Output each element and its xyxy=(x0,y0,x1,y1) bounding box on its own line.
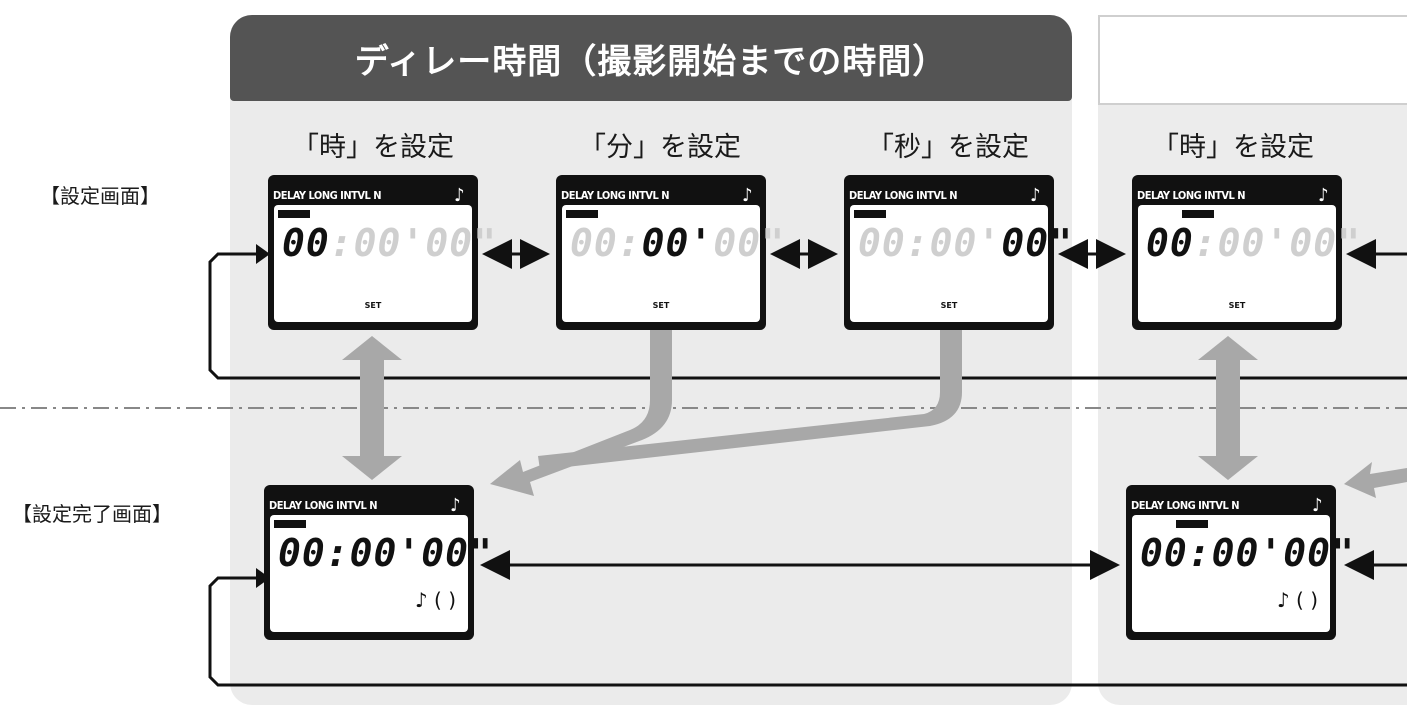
lcd-screen: 00:00'00" SET xyxy=(1138,205,1360,322)
column-label-hour: 「時」を設定 xyxy=(292,132,454,163)
time-readout: 00:00'00" xyxy=(278,531,493,575)
set-label: SET xyxy=(652,301,670,310)
mode-indicator-bar xyxy=(1176,520,1208,528)
transition-arrow-minute xyxy=(490,330,672,496)
lcd-setting-hour: DELAY LONG INTVL N♪ 00:00'00" SET xyxy=(268,175,496,330)
lcd-mode-labels: DELAY LONG INTVL N♪ xyxy=(849,185,1040,206)
lcd-complete: DELAY LONG INTVL N♪ 00:00'00" ♪ ( ) xyxy=(264,485,492,640)
mode-indicator-bar xyxy=(1182,210,1214,218)
arrowhead xyxy=(256,568,270,588)
time-readout: 00:00'00" xyxy=(570,221,785,265)
transition-arrow-hour xyxy=(342,336,402,480)
column-label-hour-next: 「時」を設定 xyxy=(1152,132,1314,163)
column-label-second: 「秒」を設定 xyxy=(867,132,1029,163)
note-icon: ♪ xyxy=(1030,185,1040,206)
sound-indicator: ♪ ( ) xyxy=(1276,588,1318,612)
set-label: SET xyxy=(1228,301,1246,310)
delay-time-header: ディレー時間（撮影開始までの時間） xyxy=(230,15,1072,101)
lcd-screen: 00:00'00" SET xyxy=(850,205,1072,322)
lcd-screen: 00:00'00" SET xyxy=(562,205,784,322)
note-icon: ♪ xyxy=(450,495,460,516)
note-icon: ♪ xyxy=(1318,185,1328,206)
loop-return-line xyxy=(208,252,1407,380)
lcd-mode-labels: DELAY LONG INTVL N♪ xyxy=(1137,185,1328,206)
note-icon: ♪ xyxy=(454,185,464,206)
lcd-setting-minute: DELAY LONG INTVL N♪ 00:00'00" SET xyxy=(556,175,784,330)
row-label-setting-screen: 【設定画面】 xyxy=(40,184,160,208)
lcd-mode-labels: DELAY LONG INTVL N♪ xyxy=(1131,495,1322,516)
set-label: SET xyxy=(940,301,958,310)
transition-arrow-incoming xyxy=(1344,462,1407,498)
lcd-screen: 00:00'00" ♪ ( ) xyxy=(270,515,492,632)
lcd-setting-second: DELAY LONG INTVL N♪ 00:00'00" SET xyxy=(844,175,1072,330)
set-label: SET xyxy=(364,301,382,310)
lcd-setting-hour-next: DELAY LONG INTVL N♪ 00:00'00" SET xyxy=(1132,175,1360,330)
mode-indicator-bar xyxy=(566,210,598,218)
column-label-minute: 「分」を設定 xyxy=(579,132,741,163)
arrowhead xyxy=(256,244,270,264)
lcd-screen: 00:00'00" SET xyxy=(274,205,496,322)
time-readout: 00:00'00" xyxy=(282,221,497,265)
mode-indicator-bar xyxy=(854,210,886,218)
connector-layer xyxy=(0,239,1407,687)
lcd-complete-next: DELAY LONG INTVL N♪ 00:00'00" ♪ ( ) xyxy=(1126,485,1354,640)
note-icon: ♪ xyxy=(1312,495,1322,516)
note-icon: ♪ xyxy=(742,185,752,206)
lcd-mode-labels: DELAY LONG INTVL N♪ xyxy=(561,185,752,206)
lcd-screen: 00:00'00" ♪ ( ) xyxy=(1132,515,1354,632)
time-readout: 00:00'00" xyxy=(858,221,1073,265)
lcd-mode-labels: DELAY LONG INTVL N♪ xyxy=(269,495,460,516)
transition-arrow-second xyxy=(538,330,962,470)
row-label-complete-screen: 【設定完了画面】 xyxy=(12,502,172,526)
time-readout: 00:00'00" xyxy=(1140,531,1355,575)
time-readout: 00:00'00" xyxy=(1146,221,1361,265)
transition-arrow-hour-next xyxy=(1198,336,1258,480)
lcd-mode-labels: DELAY LONG INTVL N♪ xyxy=(273,185,464,206)
mode-indicator-bar xyxy=(274,520,306,528)
mode-indicator-bar xyxy=(278,210,310,218)
next-section-header xyxy=(1098,15,1407,105)
loop-return-line-bottom xyxy=(208,576,1407,687)
sound-indicator: ♪ ( ) xyxy=(414,588,456,612)
